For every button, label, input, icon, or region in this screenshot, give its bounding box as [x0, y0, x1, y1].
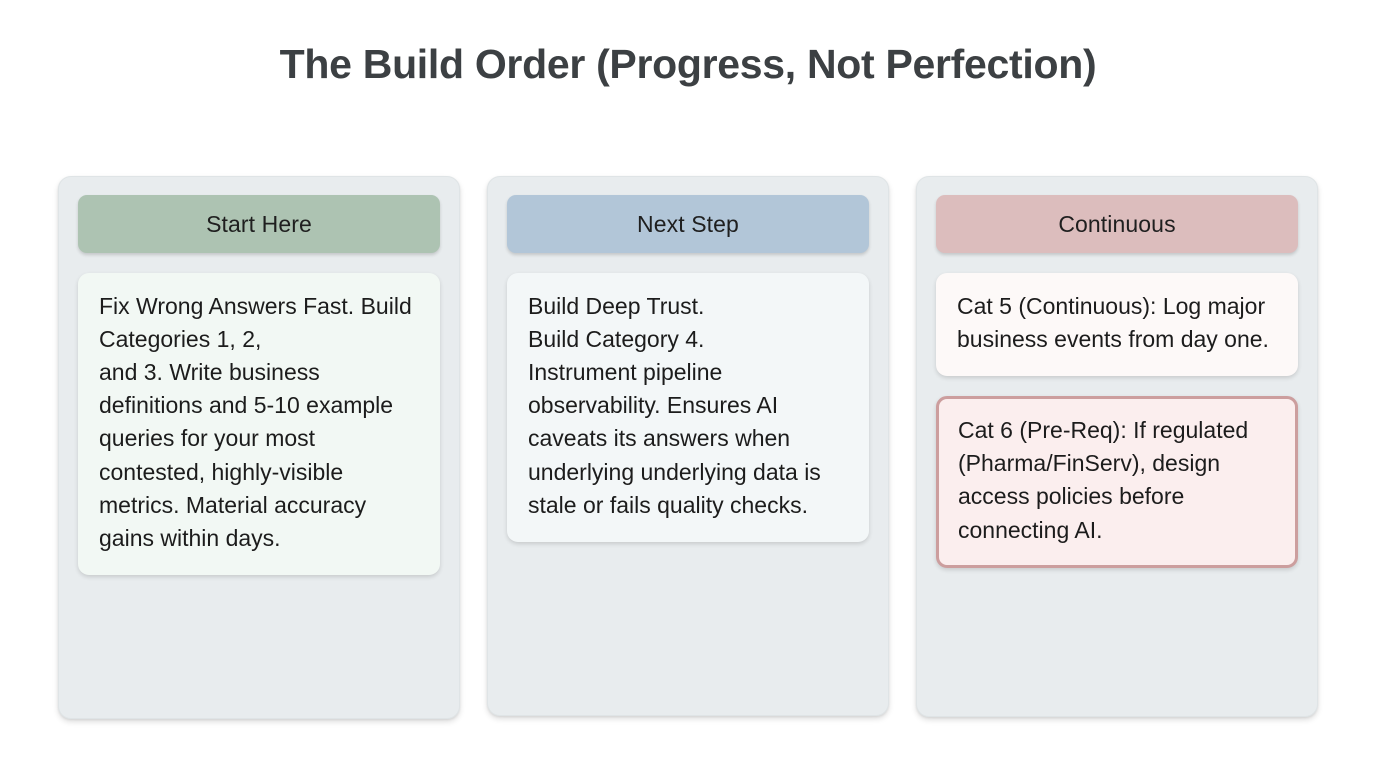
- column-panel-start-here: Start Here Fix Wrong Answers Fast. Build…: [58, 176, 460, 719]
- column-panel-next-step: Next Step Build Deep Trust. Build Catego…: [487, 176, 889, 716]
- column-card-continuous-2: Cat 6 (Pre-Req): If regulated (Pharma/Fi…: [936, 396, 1298, 568]
- continuous-card-stack: Cat 5 (Continuous): Log major business e…: [936, 273, 1298, 568]
- page-title: The Build Order (Progress, Not Perfectio…: [279, 41, 1097, 87]
- columns-container: Start Here Fix Wrong Answers Fast. Build…: [58, 176, 1318, 721]
- column-header-next-step: Next Step: [507, 195, 869, 253]
- column-header-continuous: Continuous: [936, 195, 1298, 253]
- column-panel-continuous: Continuous Cat 5 (Continuous): Log major…: [916, 176, 1318, 717]
- column-card-start-here-1: Fix Wrong Answers Fast. Build Categories…: [78, 273, 440, 575]
- column-header-start-here: Start Here: [78, 195, 440, 253]
- column-card-next-step-1: Build Deep Trust. Build Category 4. Inst…: [507, 273, 869, 542]
- column-card-continuous-1: Cat 5 (Continuous): Log major business e…: [936, 273, 1298, 377]
